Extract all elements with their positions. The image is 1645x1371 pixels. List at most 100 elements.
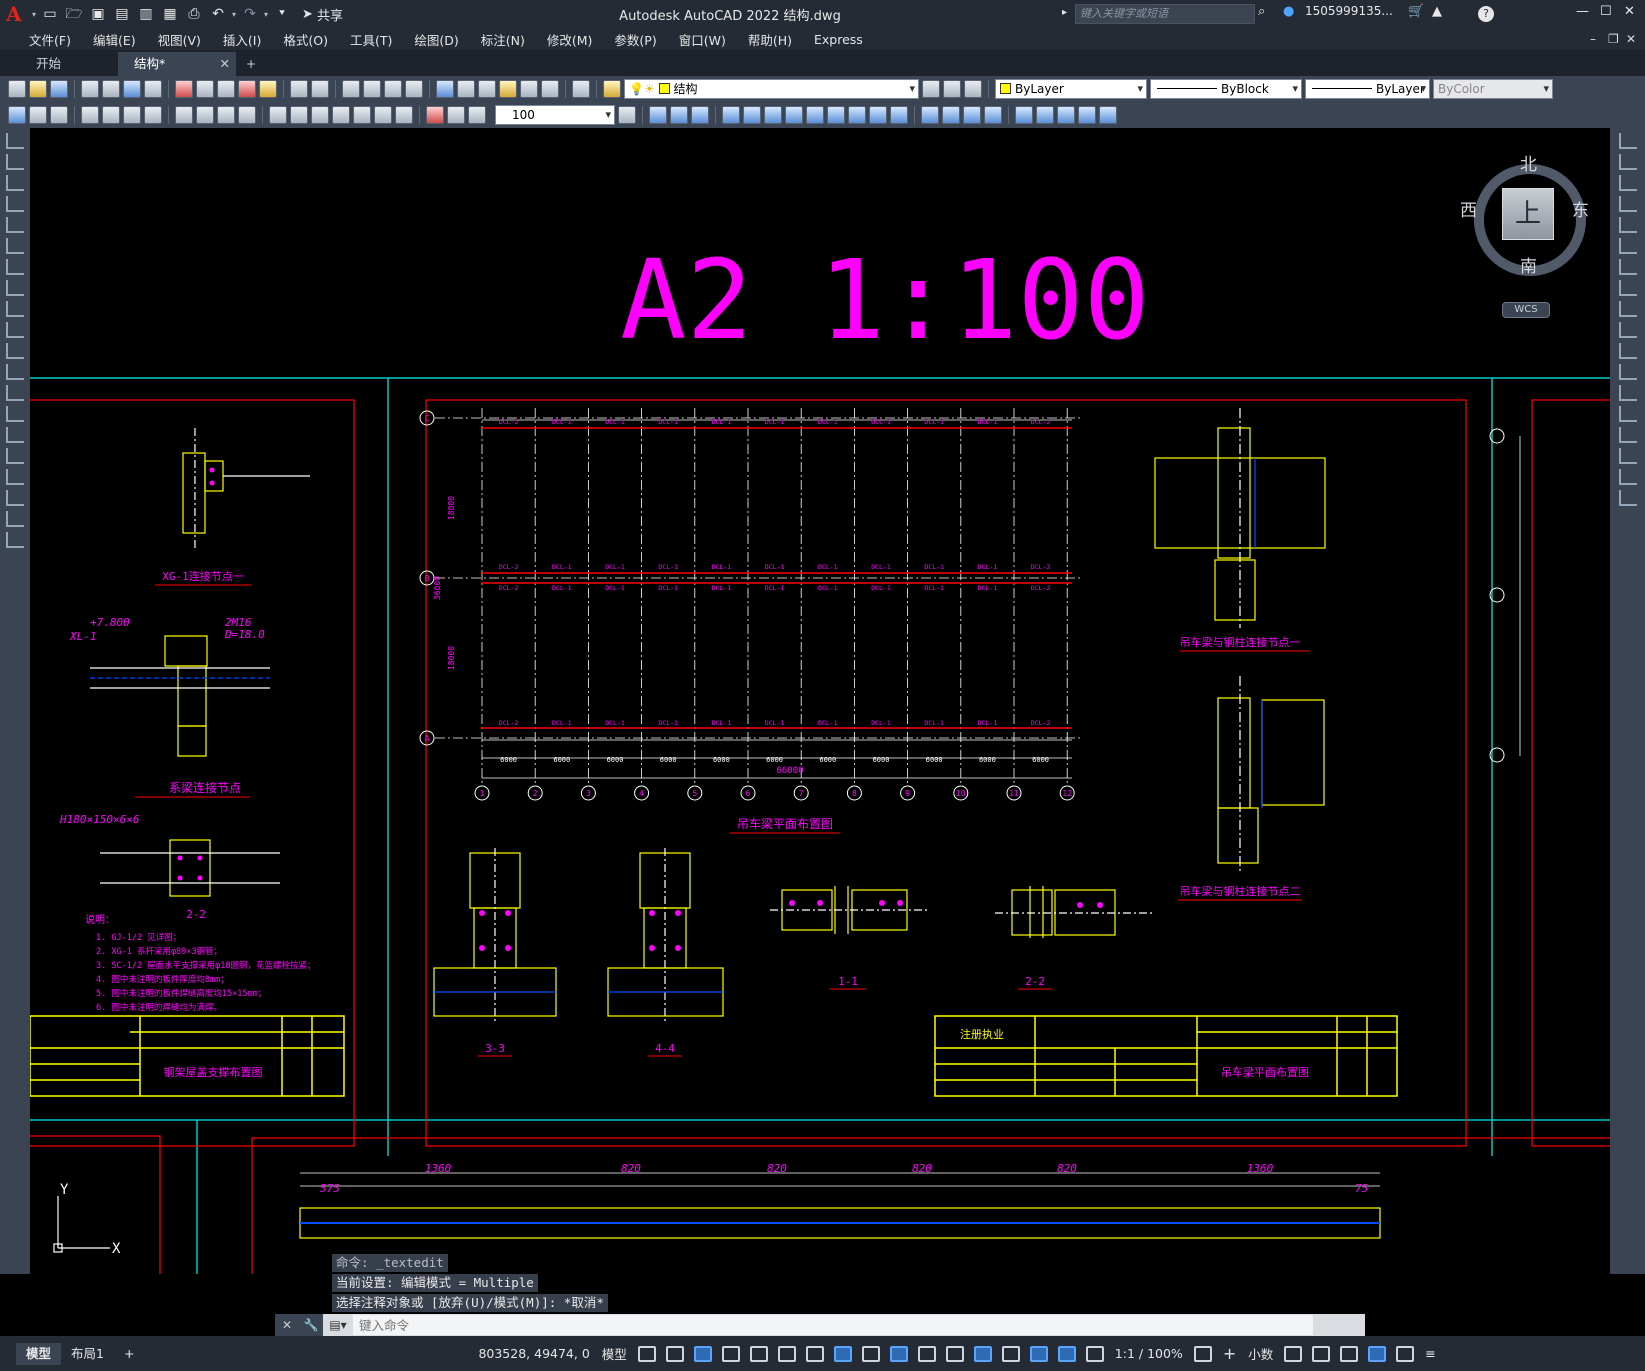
- offset-icon[interactable]: [1618, 196, 1637, 212]
- dim-diameter-icon[interactable]: [196, 106, 214, 124]
- chamfer-icon[interactable]: [1618, 427, 1637, 443]
- solid-extrude-icon[interactable]: [984, 106, 1002, 124]
- tool-palettes-icon[interactable]: [478, 80, 496, 98]
- move-icon[interactable]: [1618, 238, 1637, 254]
- menu-insert[interactable]: 插入(I): [222, 32, 262, 48]
- open-file-icon[interactable]: 🗁: [65, 6, 83, 22]
- dim-edit-icon[interactable]: [426, 106, 444, 124]
- point-icon[interactable]: [6, 406, 24, 422]
- dim-continue-icon[interactable]: [144, 106, 162, 124]
- clean-screen-icon[interactable]: [1396, 1345, 1415, 1362]
- make-current-icon[interactable]: [922, 80, 940, 98]
- ucs-world-icon[interactable]: [743, 106, 761, 124]
- dim-quick-icon[interactable]: [238, 106, 256, 124]
- menu-view[interactable]: 视图(V): [157, 32, 201, 48]
- tab-active-drawing[interactable]: 结构*✕: [118, 52, 236, 76]
- selection-filter-icon[interactable]: [1001, 1345, 1020, 1362]
- snap-icon[interactable]: [665, 1345, 684, 1362]
- menu-edit[interactable]: 编辑(E): [92, 32, 136, 48]
- save-icon-tb[interactable]: [50, 80, 68, 98]
- color-dropdown[interactable]: ByLayer: [995, 79, 1147, 99]
- selection-cycling-icon[interactable]: [917, 1345, 936, 1362]
- menu-dimension[interactable]: 标注(N): [480, 32, 525, 48]
- plotstyle-dropdown[interactable]: ByColor: [1433, 79, 1553, 99]
- dim-style-icon[interactable]: [618, 106, 636, 124]
- command-prompt-icon[interactable]: ▤▾: [329, 1318, 347, 1332]
- tab-close-icon[interactable]: ✕: [219, 56, 230, 71]
- revcloud-icon[interactable]: [6, 280, 24, 296]
- publish-icon[interactable]: [123, 80, 141, 98]
- sheet-set-icon[interactable]: [499, 80, 517, 98]
- solid-union-icon[interactable]: [921, 106, 939, 124]
- search-icon[interactable]: ⌕: [1258, 4, 1266, 19]
- menu-format[interactable]: 格式(O): [283, 32, 328, 48]
- auto-scale-icon[interactable]: [1085, 1345, 1104, 1362]
- search-expand-icon[interactable]: ▸: [1062, 7, 1068, 18]
- solid-separate-icon[interactable]: [1078, 106, 1096, 124]
- add-layout-icon[interactable]: +: [123, 1345, 135, 1361]
- annotation-monitor-icon[interactable]: +: [1222, 1344, 1237, 1363]
- quick-properties-icon[interactable]: [1284, 1345, 1303, 1362]
- dim-break-icon[interactable]: [311, 106, 329, 124]
- autocad-logo-icon[interactable]: A: [6, 2, 22, 26]
- block-editor-icon[interactable]: [259, 80, 277, 98]
- zoom-realtime-icon[interactable]: [363, 80, 381, 98]
- viewcube-west[interactable]: 西: [1460, 201, 1477, 221]
- ucs-icon[interactable]: [722, 106, 740, 124]
- object-snap-tracking-icon[interactable]: [805, 1345, 824, 1362]
- solid-fillet-icon[interactable]: [1015, 106, 1033, 124]
- hardware-acceleration-icon[interactable]: [1368, 1345, 1387, 1362]
- zoom-window-icon[interactable]: [384, 80, 402, 98]
- save-as-icon[interactable]: ▤: [115, 6, 129, 22]
- ucs-z-icon[interactable]: [869, 106, 887, 124]
- undo-dropdown-icon[interactable]: ▾: [232, 9, 237, 19]
- join-icon[interactable]: [1618, 406, 1637, 422]
- solid-slice-icon[interactable]: [1036, 106, 1054, 124]
- line-icon[interactable]: [6, 133, 24, 149]
- infer-constraints-icon[interactable]: [693, 1345, 712, 1362]
- dynamic-ucs-icon[interactable]: [973, 1345, 992, 1362]
- scale-icon[interactable]: [1618, 280, 1637, 296]
- help-icon-tb[interactable]: [572, 80, 590, 98]
- rectangle-icon[interactable]: [6, 217, 24, 233]
- jogged-linear-icon[interactable]: [395, 106, 413, 124]
- layer-properties-icon[interactable]: [603, 80, 621, 98]
- dim-baseline-icon[interactable]: [269, 106, 287, 124]
- gizmo-icon[interactable]: [1029, 1345, 1048, 1362]
- menu-help[interactable]: 帮助(H): [747, 32, 792, 48]
- ucs-3point-icon[interactable]: [806, 106, 824, 124]
- tab-start[interactable]: 开始: [0, 52, 118, 76]
- gradient-icon[interactable]: [6, 448, 24, 464]
- add-selected-icon[interactable]: [6, 532, 24, 548]
- solid-intersect-icon[interactable]: [963, 106, 981, 124]
- rotate-icon[interactable]: [1618, 259, 1637, 275]
- wcs-menu[interactable]: WCS: [1502, 302, 1550, 318]
- lock-ui-icon[interactable]: [1312, 1345, 1331, 1362]
- viewcube-south[interactable]: 南: [1520, 257, 1537, 277]
- polygon-icon[interactable]: [6, 196, 24, 212]
- design-center-icon[interactable]: [457, 80, 475, 98]
- quickcalc-icon[interactable]: [541, 80, 559, 98]
- annotation-scale[interactable]: 1:1 / 100%: [1114, 1346, 1183, 1361]
- doc-restore-icon[interactable]: ❐: [1608, 32, 1619, 46]
- isolate-objects-icon[interactable]: [1340, 1345, 1359, 1362]
- viewcube-east[interactable]: 东: [1572, 201, 1589, 221]
- matchprop-icon[interactable]: [238, 80, 256, 98]
- copy-icon[interactable]: [196, 80, 214, 98]
- viewcube-compass-ring[interactable]: [1474, 164, 1586, 276]
- plot-icon[interactable]: ⎙: [188, 6, 200, 22]
- ellipse-icon[interactable]: [6, 322, 24, 338]
- zoom-previous-icon[interactable]: [405, 80, 423, 98]
- grid-icon[interactable]: [637, 1345, 656, 1362]
- make-block-icon[interactable]: [6, 385, 24, 401]
- extend-icon[interactable]: [1618, 343, 1637, 359]
- redo-icon-tb[interactable]: [311, 80, 329, 98]
- dim-horizontal-icon[interactable]: [81, 106, 99, 124]
- web-save-icon[interactable]: ▦: [163, 6, 177, 22]
- viewcube-top-face[interactable]: 上: [1502, 188, 1554, 240]
- customize-qa-icon[interactable]: ⯆: [278, 8, 287, 19]
- dim-jogged-icon[interactable]: [123, 106, 141, 124]
- minimize-icon[interactable]: —: [1576, 4, 1589, 19]
- viewcube-north[interactable]: 北: [1520, 155, 1537, 175]
- polar-icon[interactable]: [749, 1345, 768, 1362]
